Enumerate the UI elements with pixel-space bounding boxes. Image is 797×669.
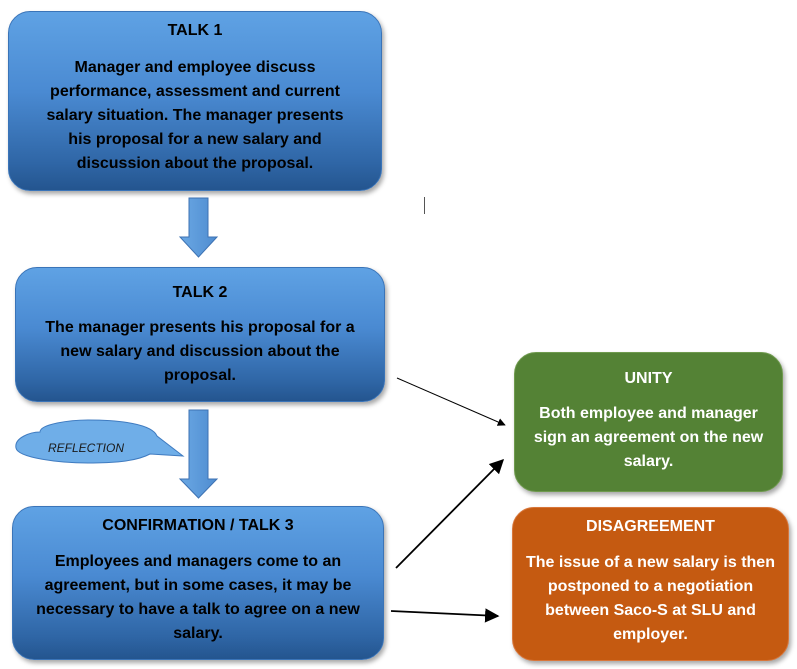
unity-box: UNITY Both employee and manager sign an … — [514, 352, 783, 492]
reflection-label: REFLECTION — [48, 441, 124, 455]
disagreement-description: The issue of a new salary is then postpo… — [526, 554, 775, 643]
reflection-bubble: REFLECTION — [15, 419, 185, 464]
talk-1-description: Manager and employee discuss performance… — [46, 59, 344, 172]
unity-title: UNITY — [624, 370, 673, 387]
talk-3-title: CONFIRMATION / TALK 3 — [102, 517, 294, 534]
disagreement-title: DISAGREEMENT — [586, 518, 715, 535]
talk-3-description: Employees and managers come to an agreem… — [36, 553, 360, 642]
talk-2-title: TALK 2 — [172, 284, 228, 301]
talk-3-box: CONFIRMATION / TALK 3 Employees and mana… — [12, 506, 384, 660]
talk-2-description: The manager presents his proposal for a … — [45, 319, 355, 384]
disagreement-box: DISAGREEMENT The issue of a new salary i… — [512, 507, 789, 661]
talk-1-box: TALK 1 Manager and employee discuss perf… — [8, 11, 382, 191]
down-arrow-2 — [178, 409, 219, 499]
talk-2-box: TALK 2 The manager presents his proposal… — [15, 267, 385, 402]
talk-1-title: TALK 1 — [167, 22, 223, 39]
unity-description: Both employee and manager sign an agreem… — [533, 405, 764, 470]
text-cursor — [424, 197, 425, 214]
connector-talk3-to-unity — [395, 458, 505, 569]
connector-talk2-to-unity — [396, 377, 506, 426]
down-arrow-1 — [178, 197, 219, 258]
connector-talk3-to-disagreement — [390, 608, 500, 623]
